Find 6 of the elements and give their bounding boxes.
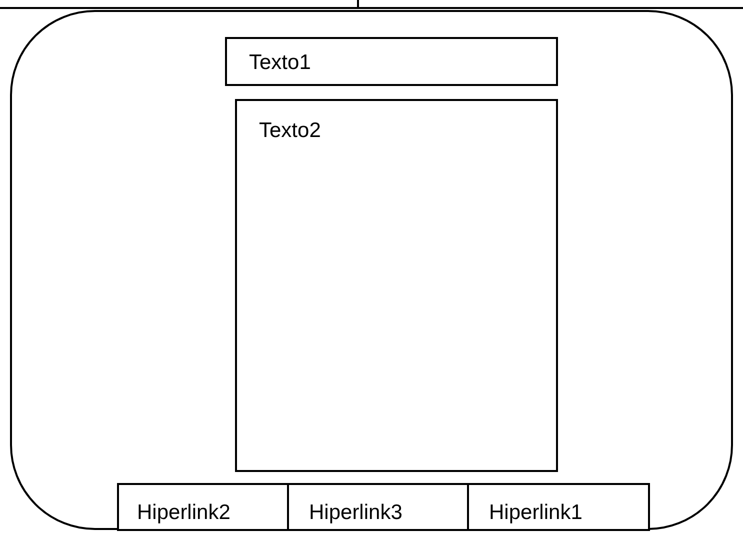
content-box: Texto2 bbox=[235, 99, 558, 472]
link-tab: Hiperlink3 bbox=[287, 483, 469, 531]
text-box: Texto1 bbox=[225, 37, 558, 86]
link-tab: Hiperlink2 bbox=[117, 483, 289, 531]
link-tab: Hiperlink1 bbox=[467, 483, 650, 531]
page-frame bbox=[10, 10, 733, 530]
